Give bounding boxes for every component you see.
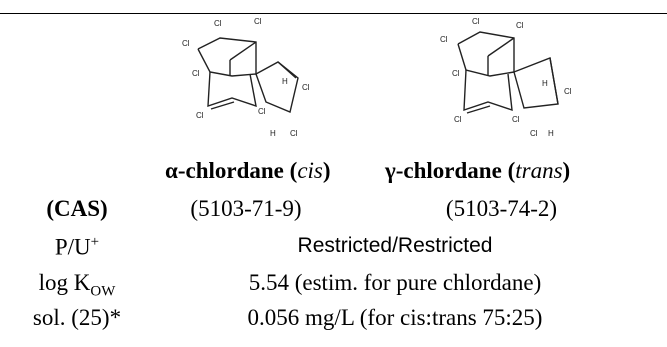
gamma-h-label: H bbox=[542, 79, 548, 88]
kow-label-sub: OW bbox=[90, 283, 116, 300]
pu-label: P/U+ bbox=[0, 234, 154, 261]
alpha-compound-name: α-chlordane bbox=[165, 158, 284, 183]
solubility-label: sol. (25)* bbox=[32, 305, 122, 330]
alpha-chlordane-structure: Cl Cl Cl Cl Cl Cl Cl Cl H H bbox=[182, 17, 310, 138]
gamma-compound-name: γ-chlordane bbox=[385, 158, 502, 183]
gamma-cas-number: (5103-74-2) bbox=[445, 196, 558, 221]
gamma-h-label: H bbox=[548, 129, 554, 138]
alpha-chlordane-name: α-chlordane (cis) bbox=[165, 158, 331, 183]
alpha-isomer-label: cis bbox=[297, 158, 323, 183]
top-rule bbox=[0, 13, 667, 14]
gamma-cl-label: Cl bbox=[564, 87, 572, 96]
alpha-cl-label: Cl bbox=[192, 69, 200, 78]
gamma-cl-label: Cl bbox=[530, 129, 538, 138]
gamma-cl-label: Cl bbox=[512, 115, 520, 124]
alpha-cl-label: Cl bbox=[258, 107, 266, 116]
solubility-row: sol. (25)* 0.056 mg/L (for cis:trans 75:… bbox=[0, 305, 667, 337]
gamma-cl-label: Cl bbox=[440, 35, 448, 44]
alpha-cl-label: Cl bbox=[302, 83, 310, 92]
kow-label-main: log K bbox=[38, 270, 91, 295]
alpha-cl-label: Cl bbox=[196, 111, 204, 120]
pu-row: P/U+ Restricted/Restricted bbox=[0, 234, 667, 266]
kow-value: 5.54 (estim. for pure chlordane) bbox=[248, 270, 542, 295]
pu-label-main: P/U bbox=[54, 234, 91, 260]
gamma-cl-label: Cl bbox=[516, 21, 524, 30]
pu-label-sup: + bbox=[90, 234, 100, 250]
cas-row: (CAS) (5103-71-9) (5103-74-2) bbox=[0, 196, 667, 228]
alpha-cl-label: Cl bbox=[254, 17, 262, 26]
alpha-cl-label: Cl bbox=[290, 129, 298, 138]
alpha-cl-label: Cl bbox=[214, 19, 222, 28]
gamma-chlordane-name: γ-chlordane (trans) bbox=[385, 158, 571, 183]
alpha-h-label: H bbox=[270, 129, 276, 138]
cas-label: (CAS) bbox=[46, 196, 108, 221]
alpha-h-label: H bbox=[282, 77, 288, 86]
gamma-cl-label: Cl bbox=[452, 69, 460, 78]
alpha-chlordane-bonds bbox=[197, 37, 299, 113]
kow-row: log KOW 5.54 (estim. for pure chlordane) bbox=[0, 270, 667, 302]
alpha-cas-number: (5103-71-9) bbox=[190, 196, 302, 221]
gamma-isomer-label: trans bbox=[515, 158, 563, 183]
gamma-cl-label: Cl bbox=[454, 115, 462, 124]
kow-label: log KOW bbox=[0, 270, 154, 301]
pu-value: Restricted/Restricted bbox=[297, 234, 493, 257]
solubility-value: 0.056 mg/L (for cis:trans 75:25) bbox=[247, 305, 543, 330]
gamma-chlordane-structure: Cl Cl Cl Cl Cl Cl Cl Cl H H bbox=[440, 17, 572, 138]
alpha-cl-label: Cl bbox=[182, 39, 190, 48]
gamma-cl-label: Cl bbox=[472, 17, 480, 26]
gamma-chlordane-bonds bbox=[457, 31, 559, 114]
